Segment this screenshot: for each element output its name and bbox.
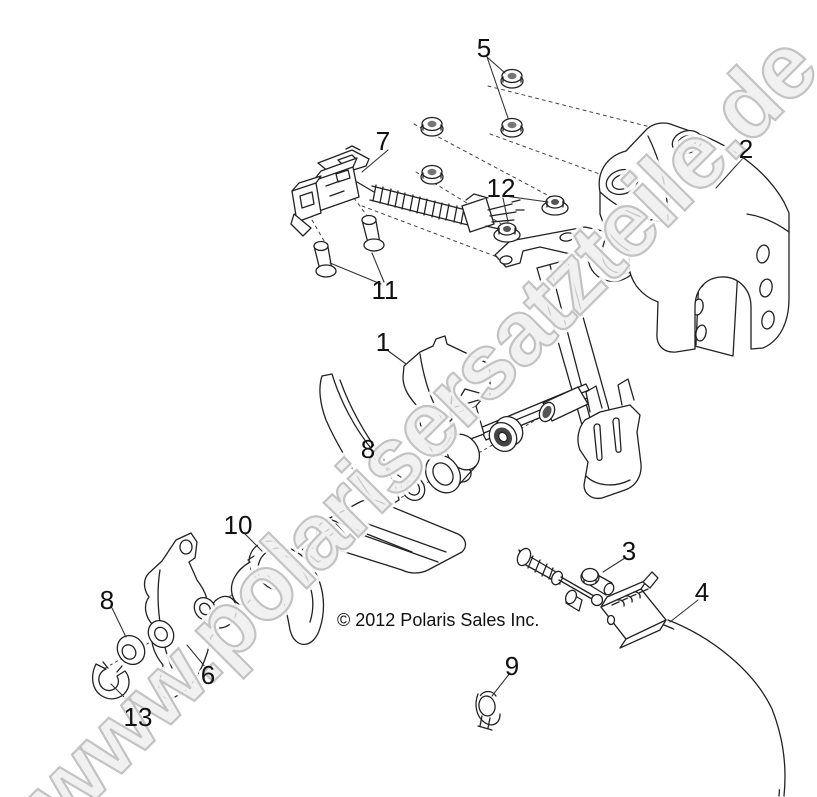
part-2-bracket: [599, 123, 789, 352]
copyright-text: © 2012 Polaris Sales Inc.: [337, 610, 540, 630]
callout-2: 2: [738, 134, 754, 164]
part-10-spring: [232, 541, 324, 644]
callout-6: 6: [200, 660, 216, 690]
cable-housing: [601, 572, 666, 648]
grommet: [484, 411, 529, 456]
callout-9: 9: [504, 651, 520, 681]
callout-8a: 8: [360, 434, 376, 464]
callout-12: 12: [486, 173, 516, 203]
callout-1: 1: [375, 327, 391, 357]
callout-4: 4: [694, 577, 710, 607]
callout-leader-lines: [111, 57, 743, 709]
part-5-lock-nuts: [421, 70, 523, 185]
callout-7: 7: [375, 126, 391, 156]
callout-13: 13: [123, 702, 153, 732]
part-3-bolt: [581, 569, 616, 597]
part-11-rivets: [314, 216, 384, 278]
part-6-lever: [143, 533, 236, 698]
part-12-flange-nuts: [494, 196, 568, 242]
cable-pin: [564, 589, 582, 611]
part-7-sensor-assembly: [291, 146, 524, 236]
callout-11: 11: [371, 275, 399, 305]
part-4-cable-assembly: [515, 546, 785, 796]
part-8-washer-left: [112, 630, 151, 669]
part-8-bushings-center: [397, 411, 529, 505]
callout-10: 10: [223, 510, 253, 540]
callout-8b: 8: [99, 585, 115, 615]
callout-3: 3: [621, 536, 637, 566]
part-13-eclip: [93, 662, 129, 699]
part-9-clip: [476, 692, 500, 731]
callout-5: 5: [476, 33, 492, 63]
